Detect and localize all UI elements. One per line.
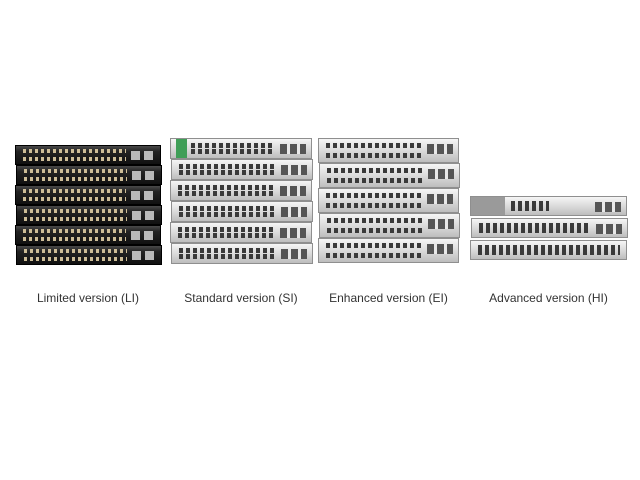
switch-unit-hi-1 bbox=[470, 196, 627, 216]
switch-unit-si-2 bbox=[171, 159, 313, 180]
switch-unit-li-3 bbox=[15, 185, 161, 205]
switch-unit-hi-3 bbox=[470, 240, 627, 260]
switch-unit-si-4 bbox=[171, 201, 313, 222]
switch-unit-si-3 bbox=[170, 180, 312, 201]
switch-unit-li-2 bbox=[16, 165, 162, 185]
switch-unit-ei-4 bbox=[319, 213, 460, 238]
switch-unit-si-6 bbox=[171, 243, 313, 264]
caption-advanced-version: Advanced version (HI) bbox=[489, 291, 608, 305]
switch-unit-ei-3 bbox=[318, 188, 459, 213]
switch-unit-hi-2 bbox=[471, 218, 628, 238]
switch-unit-li-1 bbox=[15, 145, 161, 165]
switch-stack-advanced bbox=[470, 196, 628, 262]
caption-standard-version: Standard version (SI) bbox=[184, 291, 298, 305]
switch-unit-ei-5 bbox=[318, 238, 459, 263]
switch-stack-limited bbox=[15, 145, 162, 265]
switch-unit-si-5 bbox=[170, 222, 312, 243]
caption-limited-version: Limited version (LI) bbox=[36, 291, 140, 305]
switch-stack-standard bbox=[170, 138, 313, 264]
caption-enhanced-version: Enhanced version (EI) bbox=[329, 291, 448, 305]
switch-unit-si-1 bbox=[170, 138, 312, 159]
switch-unit-li-4 bbox=[16, 205, 162, 225]
switch-unit-li-5 bbox=[15, 225, 161, 245]
switch-unit-ei-1 bbox=[318, 138, 459, 163]
switch-unit-li-6 bbox=[16, 245, 162, 265]
switch-stack-enhanced bbox=[318, 138, 460, 263]
switch-unit-ei-2 bbox=[319, 163, 460, 188]
